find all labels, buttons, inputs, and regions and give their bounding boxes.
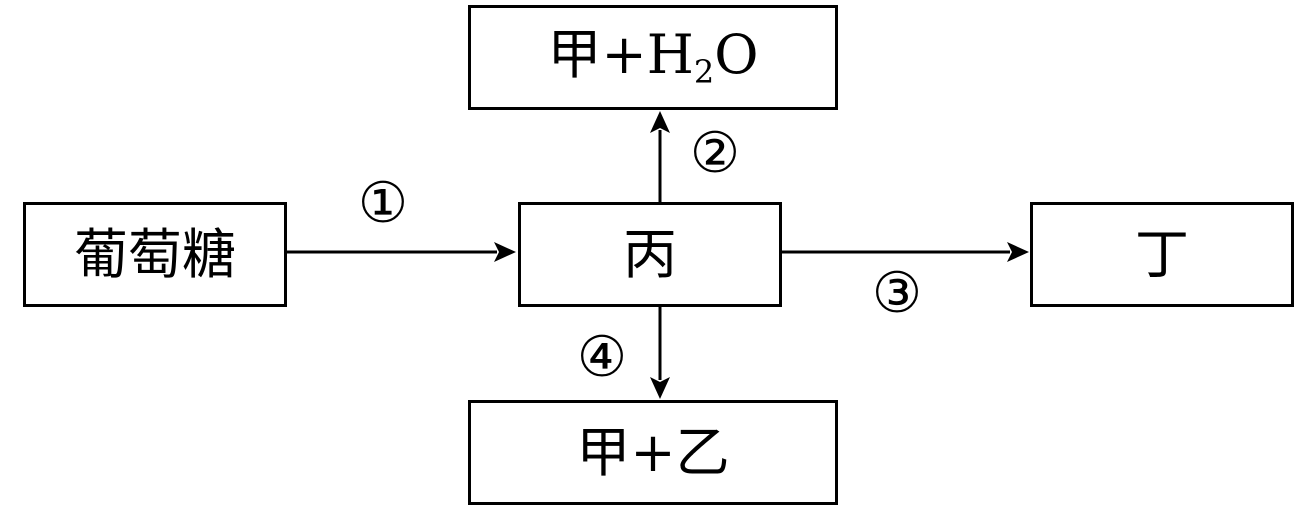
step-label-4: ④: [576, 325, 628, 390]
node-jia-water-subscript: 2: [693, 52, 715, 91]
node-jia-water-text: 甲+H2O: [548, 27, 759, 91]
step-label-1: ①: [357, 171, 409, 236]
node-bing: 丙: [518, 202, 782, 307]
arrow-bing-to-top: [650, 111, 670, 202]
node-jia-yi-label: 甲+乙: [576, 420, 730, 484]
arrow-bing-to-ding: [782, 242, 1029, 262]
node-jia-water: 甲+H2O: [468, 5, 838, 110]
node-glucose: 葡萄糖: [23, 202, 287, 307]
node-ding: 丁: [1030, 202, 1294, 307]
node-jia-water-main: 甲+H: [547, 22, 694, 86]
node-ding-label: 丁: [1135, 222, 1189, 286]
step-label-3: ③: [871, 261, 923, 326]
step-label-2: ②: [689, 121, 741, 186]
node-bing-label: 丙: [623, 222, 677, 286]
node-glucose-label: 葡萄糖: [74, 222, 236, 286]
arrow-glucose-to-bing: [287, 242, 516, 262]
node-jia-water-tail: O: [714, 22, 759, 86]
arrow-bing-to-bottom: [650, 307, 670, 399]
node-jia-yi: 甲+乙: [468, 400, 838, 505]
